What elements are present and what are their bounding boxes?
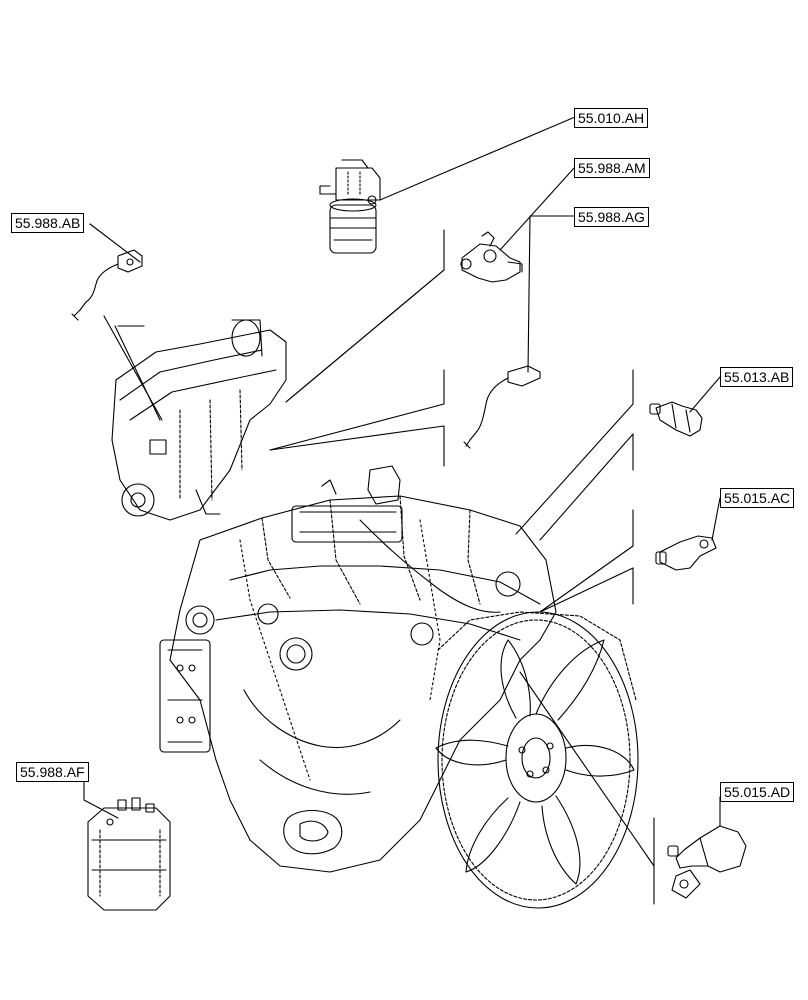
pressure-sensor-am-part[interactable] — [460, 231, 523, 283]
callout-55-988-af[interactable]: 55.988.AF — [16, 762, 89, 782]
leader-lines — [83, 116, 721, 905]
callout-55-010-ah[interactable]: 55.010.AH — [574, 108, 649, 128]
engine-assembly[interactable] — [159, 465, 557, 873]
aftertreatment-assembly[interactable] — [111, 319, 287, 521]
callout-55-013-ab[interactable]: 55.013.AB — [720, 367, 794, 387]
sensor-ag-part[interactable] — [463, 365, 541, 449]
callout-55-015-ac[interactable]: 55.015.AC — [720, 488, 795, 508]
cooling-fan[interactable] — [435, 611, 639, 909]
callout-55-988-ab[interactable]: 55.988.AB — [11, 213, 85, 233]
callout-55-988-am[interactable]: 55.988.AM — [574, 158, 650, 178]
callout-55-988-ag[interactable]: 55.988.AG — [574, 207, 649, 227]
callout-55-015-ad[interactable]: 55.015.AD — [720, 782, 795, 802]
sensor-015-ad-part[interactable] — [667, 825, 747, 899]
sensor-013-ab-part[interactable] — [649, 401, 703, 437]
temperature-sensor-ab-part[interactable] — [71, 249, 143, 321]
sensor-015-ac-part[interactable] — [655, 535, 717, 571]
control-module-af-part[interactable] — [87, 797, 171, 911]
fuel-filter-part[interactable] — [319, 159, 381, 254]
